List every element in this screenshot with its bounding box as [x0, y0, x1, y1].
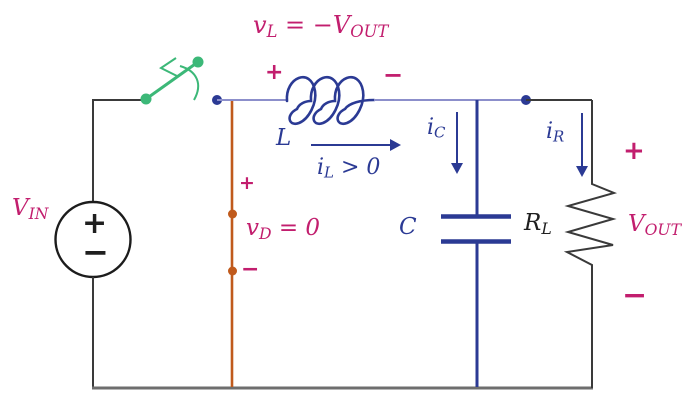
output-voltage-var: V — [628, 211, 645, 237]
inductor-minus-polarity: − — [383, 61, 404, 89]
diode-voltage-value: = 0 — [271, 215, 321, 241]
capacitor-current-var: i — [427, 115, 435, 140]
resistor-current-var-sub: R — [553, 127, 565, 146]
load-resistor-name-label: RL — [524, 210, 552, 238]
load-resistor-var-sub: L — [541, 218, 552, 238]
source-plus-sign: + — [82, 206, 108, 241]
diode-minus-polarity: − — [241, 257, 260, 282]
diode-bottom-terminal-dot — [228, 266, 237, 276]
capacitor-current-arrowhead-icon — [451, 163, 463, 174]
output-voltage-label: VOUT — [628, 211, 682, 239]
resistor-current-arrowhead-icon — [576, 166, 588, 177]
input-voltage-label: VIN — [12, 195, 49, 223]
capacitor-current-label: iC — [427, 117, 446, 141]
switch-end-dot — [192, 56, 204, 68]
load-resistor-zigzag — [563, 100, 618, 388]
diode-plus-polarity: + — [239, 172, 255, 194]
switch-pivot-dot — [140, 93, 152, 105]
diode-voltage-label: vD = 0 — [246, 215, 321, 243]
inductor-voltage-value: V — [332, 11, 351, 39]
capacitor-name-label: C — [399, 214, 417, 240]
diode-top-terminal-dot — [228, 209, 237, 219]
inductor-current-var: i — [317, 155, 325, 180]
load-resistor-var: R — [524, 210, 542, 236]
inductor-plus-polarity: + — [265, 60, 284, 85]
inductor-current-condition: > 0 — [333, 155, 381, 180]
inductor-voltage-label: vL = −VOUT — [253, 13, 388, 40]
source-minus-sign: − — [82, 233, 109, 271]
output-voltage-var-sub: OUT — [644, 219, 682, 239]
inductor-current-label: iL > 0 — [317, 157, 380, 181]
resistor-current-label: iR — [546, 121, 564, 145]
switch-motion-arrowhead-icon — [159, 57, 178, 77]
switch-motion-arc — [179, 65, 200, 101]
switch-lever — [144, 60, 200, 101]
inductor-coil — [285, 76, 376, 126]
output-minus-polarity: − — [622, 278, 648, 313]
inductor-name-label: L — [276, 125, 292, 151]
inductor-voltage-var: v — [253, 11, 267, 39]
source-top-wire — [92, 99, 146, 203]
inductor-voltage-equals: = − — [277, 11, 333, 39]
inductor-voltage-var-sub: L — [266, 21, 278, 41]
inductor-voltage-value-sub: OUT — [350, 21, 389, 41]
output-plus-polarity: + — [623, 136, 645, 166]
resistor-current-var: i — [546, 119, 554, 144]
inductor-current-var-sub: L — [324, 163, 334, 182]
diode-voltage-var-sub: D — [259, 223, 272, 243]
input-voltage-var: V — [12, 195, 29, 221]
capacitor-current-var-sub: C — [434, 123, 446, 142]
diode-voltage-var: v — [246, 215, 259, 241]
inductor-current-arrowhead-icon — [390, 139, 401, 151]
input-voltage-var-sub: IN — [28, 203, 49, 223]
